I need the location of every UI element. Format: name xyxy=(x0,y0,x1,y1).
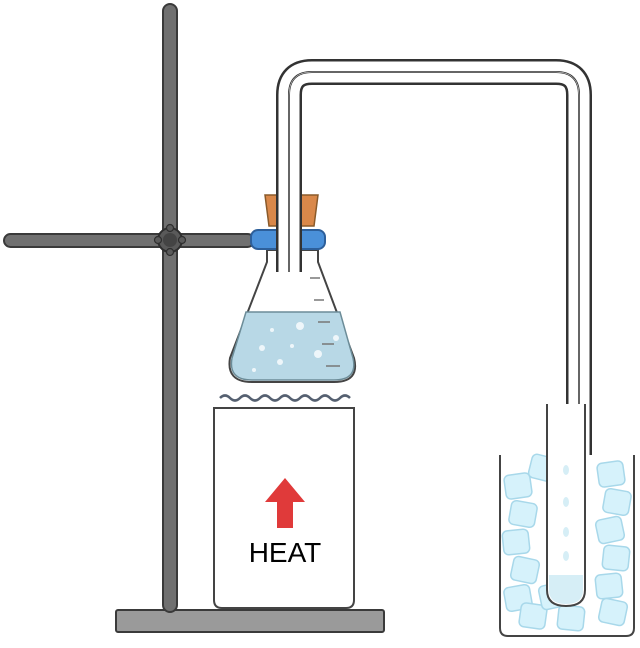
liquid-bubbles xyxy=(252,322,339,372)
conical-flask xyxy=(228,194,356,383)
heater-wave xyxy=(219,394,351,402)
stand-base xyxy=(115,609,385,633)
delivery-tube xyxy=(276,59,592,600)
heat-source: HEAT xyxy=(213,394,355,609)
graduation-marks xyxy=(310,277,340,367)
clamp-arm xyxy=(3,233,255,248)
stand-rod xyxy=(162,3,178,613)
clamp-knob-icon xyxy=(153,223,187,257)
distillate-liquid xyxy=(549,575,583,604)
retort-stand xyxy=(3,3,385,633)
condensate-drops xyxy=(563,465,569,561)
arrow-up-icon xyxy=(265,478,305,528)
heat-label: HEAT xyxy=(249,537,322,568)
ice-beaker xyxy=(499,404,635,637)
